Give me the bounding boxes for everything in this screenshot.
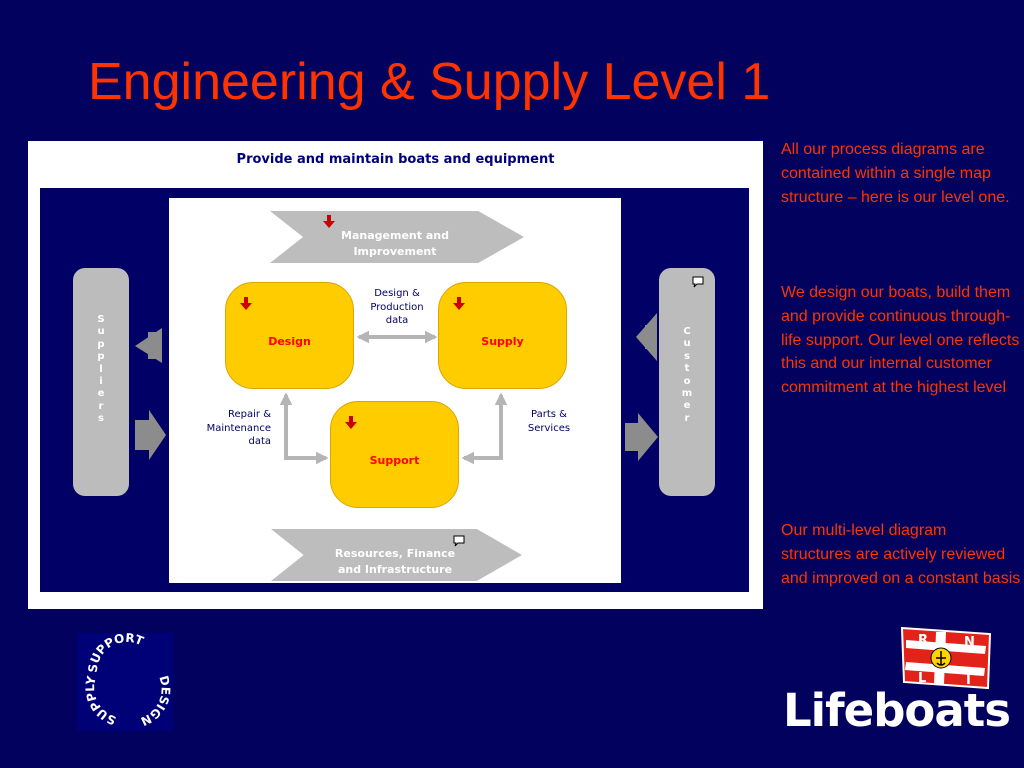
- design-support-arrow: [279, 392, 329, 465]
- flag-letter-n: N: [964, 635, 975, 650]
- flow-label-line: Services: [527, 422, 571, 434]
- seal-graphic: SUPPORT DESIGN SUPPLY: [83, 631, 173, 729]
- parts-services-label: Parts & Services: [514, 408, 584, 435]
- suppliers-letter: l: [99, 363, 103, 375]
- resources-band-label: Resources, Finance and Infrastructure: [325, 546, 465, 578]
- process-diagram: Provide and maintain boats and equipment…: [28, 141, 763, 609]
- management-band[interactable]: [270, 211, 524, 263]
- down-arrow-icon: [323, 215, 335, 228]
- lifeboats-wordmark: Lifeboats: [783, 684, 1011, 737]
- design-build-paragraph: We design our boats, build them and prov…: [781, 284, 1020, 397]
- customer-letter: u: [683, 338, 691, 350]
- suppliers-letter: i: [99, 376, 103, 388]
- down-arrow-icon: [453, 297, 465, 310]
- customer-inbound-arrow-shaft: [645, 325, 657, 349]
- repair-maintenance-data-label: Repair & Maintenance data: [189, 408, 271, 449]
- seal-word-supply: SUPPLY: [83, 675, 118, 728]
- design-production-data-label: Design & Production data: [356, 287, 438, 328]
- management-line-1: Management and: [341, 229, 449, 242]
- rnli-flag-icon: R N L I: [900, 626, 992, 690]
- flow-label-line: Repair &: [228, 409, 271, 420]
- flow-label-line: data: [248, 436, 271, 447]
- customer-letter: e: [683, 400, 691, 412]
- customer-letter: m: [681, 388, 693, 400]
- intro-paragraph: All our process diagrams are contained w…: [781, 141, 1010, 206]
- side-flow-arrows: [135, 313, 658, 461]
- suppliers-letter: S: [97, 314, 105, 325]
- customer-letter: s: [684, 350, 690, 362]
- design-box[interactable]: Design: [225, 282, 354, 389]
- diagram-heading: Provide and maintain boats and equipment: [236, 152, 555, 167]
- suppliers-letter: r: [98, 400, 104, 412]
- customer-outbound-arrow: [625, 413, 658, 461]
- flow-label-line: Design &: [374, 288, 420, 299]
- management-line-2: Improvement: [353, 245, 437, 258]
- support-design-supply-logo: SUPPORT DESIGN SUPPLY: [77, 631, 173, 731]
- slide-title: Engineering & Supply Level 1: [88, 53, 771, 111]
- suppliers-letter: u: [97, 326, 105, 338]
- svg-text:DESIGN: DESIGN: [139, 674, 173, 728]
- flow-label-line: Production: [370, 301, 424, 313]
- svg-text:SUPPORT: SUPPORT: [86, 633, 146, 673]
- flag-letter-i: I: [966, 673, 971, 688]
- customer-letter: t: [684, 363, 690, 375]
- suppliers-letter: s: [98, 413, 104, 425]
- resources-line-1: Resources, Finance: [334, 547, 456, 560]
- suppliers-letter: p: [97, 351, 105, 363]
- design-label: Design: [268, 335, 311, 348]
- flag-letter-r: R: [918, 633, 928, 648]
- flow-label-line: Parts &: [531, 409, 567, 420]
- flag-letter-l: L: [918, 671, 926, 686]
- suppliers-letter: p: [97, 338, 105, 350]
- comment-icon[interactable]: [452, 534, 466, 548]
- down-arrow-icon: [240, 297, 252, 310]
- seal-word-design: DESIGN: [139, 674, 173, 728]
- support-box[interactable]: Support: [330, 401, 459, 508]
- customer-letter: o: [683, 375, 691, 387]
- connector-arrows: [279, 330, 508, 465]
- customer-bar: C u s t o m e r: [659, 268, 715, 496]
- supply-support-arrow: [461, 392, 508, 465]
- review-paragraph: Our multi-level diagram structures are a…: [781, 522, 1021, 587]
- supplier-inbound-arrow-shaft: [148, 332, 162, 359]
- supply-box[interactable]: Supply: [438, 282, 567, 389]
- support-label: Support: [369, 454, 420, 467]
- resources-line-2: and Infrastructure: [337, 563, 453, 576]
- process-area: Management and Improvement Design: [169, 198, 621, 583]
- customer-letter: C: [683, 326, 691, 337]
- supplier-outbound-arrow: [135, 410, 166, 460]
- flow-label-line: Maintenance: [206, 422, 271, 434]
- supply-label: Supply: [481, 335, 524, 348]
- management-band-label: Management and Improvement: [330, 228, 460, 260]
- customer-label: C u s t o m e r: [659, 326, 715, 425]
- flow-label-line: data: [385, 315, 409, 326]
- customer-letter: r: [684, 412, 690, 424]
- resources-band[interactable]: [271, 529, 522, 581]
- comment-icon[interactable]: [691, 275, 705, 289]
- svg-text:SUPPLY: SUPPLY: [83, 675, 118, 728]
- down-arrow-icon: [345, 416, 357, 429]
- seal-word-support: SUPPORT: [86, 631, 146, 674]
- suppliers-label: S u p p l i e r s: [73, 314, 129, 426]
- suppliers-letter: e: [97, 388, 105, 400]
- suppliers-bar: S u p p l i e r s: [73, 268, 129, 496]
